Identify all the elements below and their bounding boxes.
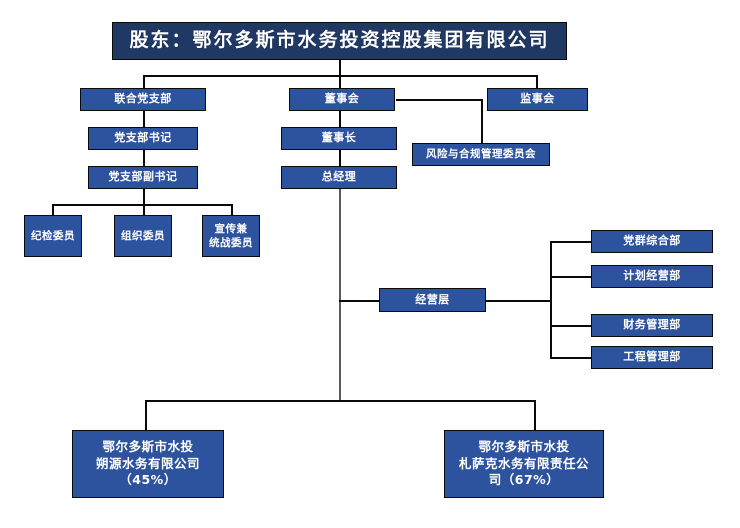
connector-title-down: [339, 60, 341, 76]
connector-to-organization-member: [143, 204, 145, 215]
connector-deputy-down: [143, 189, 145, 204]
subsidiary-shuoyuan-line-1: 鄂尔多斯市水投: [102, 438, 194, 454]
connector-gm-down-main: [339, 189, 341, 401]
connector-secretary-to-deputy: [143, 150, 145, 167]
connector-department-riser: [550, 241, 552, 359]
connector-to-subsidiary-zhasake: [534, 400, 536, 430]
connector-joint-to-secretary: [143, 111, 145, 128]
subsidiary-zhasake-line-2: 札萨克水务有限责任公: [458, 455, 589, 471]
node-engineering-management-dept: 工程管理部: [591, 346, 713, 369]
connector-to-party-mass-dept: [550, 241, 592, 243]
node-planning-operations-dept: 计划经营部: [591, 265, 713, 288]
connector-subsidiary-bus: [145, 400, 535, 402]
connector-to-finance-dept: [550, 325, 592, 327]
node-party-branch-secretary: 党支部书记: [88, 127, 198, 150]
connector-to-discipline-member: [52, 204, 54, 215]
node-board-of-supervisors: 监事会: [487, 88, 588, 111]
connector-to-joint-party-branch: [143, 75, 145, 89]
node-organization-member: 组织委员: [114, 215, 172, 257]
connector-gm-to-management: [339, 300, 379, 302]
node-party-mass-general-dept: 党群综合部: [591, 230, 713, 253]
subsidiary-zhasake-ownership: 司（67%）: [488, 472, 560, 488]
connector-to-board-of-supervisors: [536, 75, 538, 89]
node-risk-compliance-committee: 风险与合规管理委员会: [412, 143, 550, 166]
connector-committee-bus: [52, 204, 232, 206]
connector-board-to-chairman: [339, 111, 341, 128]
connector-chairman-to-gm: [339, 150, 341, 167]
connector-to-board-of-directors: [339, 75, 341, 89]
connector-to-engineering-dept: [550, 357, 592, 359]
connector-board-to-risk-v: [481, 99, 483, 143]
node-deputy-party-branch-secretary: 党支部副书记: [88, 166, 198, 189]
subsidiary-zhasake-line-1: 鄂尔多斯市水投: [478, 438, 570, 454]
propaganda-line-1: 宣传兼: [214, 222, 248, 235]
connector-to-propaganda-member: [231, 204, 233, 215]
node-board-of-directors: 董事会: [289, 88, 395, 111]
node-subsidiary-shuoyuan: 鄂尔多斯市水投 朔源水务有限公司 （45%）: [72, 430, 224, 498]
node-shareholder: 股东：鄂尔多斯市水务投资控股集团有限公司: [112, 22, 567, 60]
node-propaganda-united-front-member: 宣传兼 统战委员: [202, 215, 260, 257]
connector-to-planning-dept: [550, 276, 592, 278]
propaganda-line-2: 统战委员: [209, 237, 253, 249]
subsidiary-shuoyuan-line-2: 朔源水务有限公司: [95, 455, 200, 471]
node-general-manager: 总经理: [281, 166, 397, 189]
connector-to-subsidiary-shuoyuan: [145, 400, 147, 430]
node-discipline-inspection-member: 纪检委员: [24, 215, 82, 257]
node-finance-management-dept: 财务管理部: [591, 314, 713, 337]
node-management-level: 经营层: [379, 288, 486, 312]
connector-board-to-risk-h: [396, 99, 482, 101]
node-joint-party-branch: 联合党支部: [80, 88, 206, 111]
node-subsidiary-zhasake: 鄂尔多斯市水投 札萨克水务有限责任公 司（67%）: [444, 430, 604, 498]
node-chairman: 董事长: [281, 127, 397, 150]
subsidiary-shuoyuan-ownership: （45%）: [119, 472, 177, 488]
connector-management-out: [486, 300, 551, 302]
